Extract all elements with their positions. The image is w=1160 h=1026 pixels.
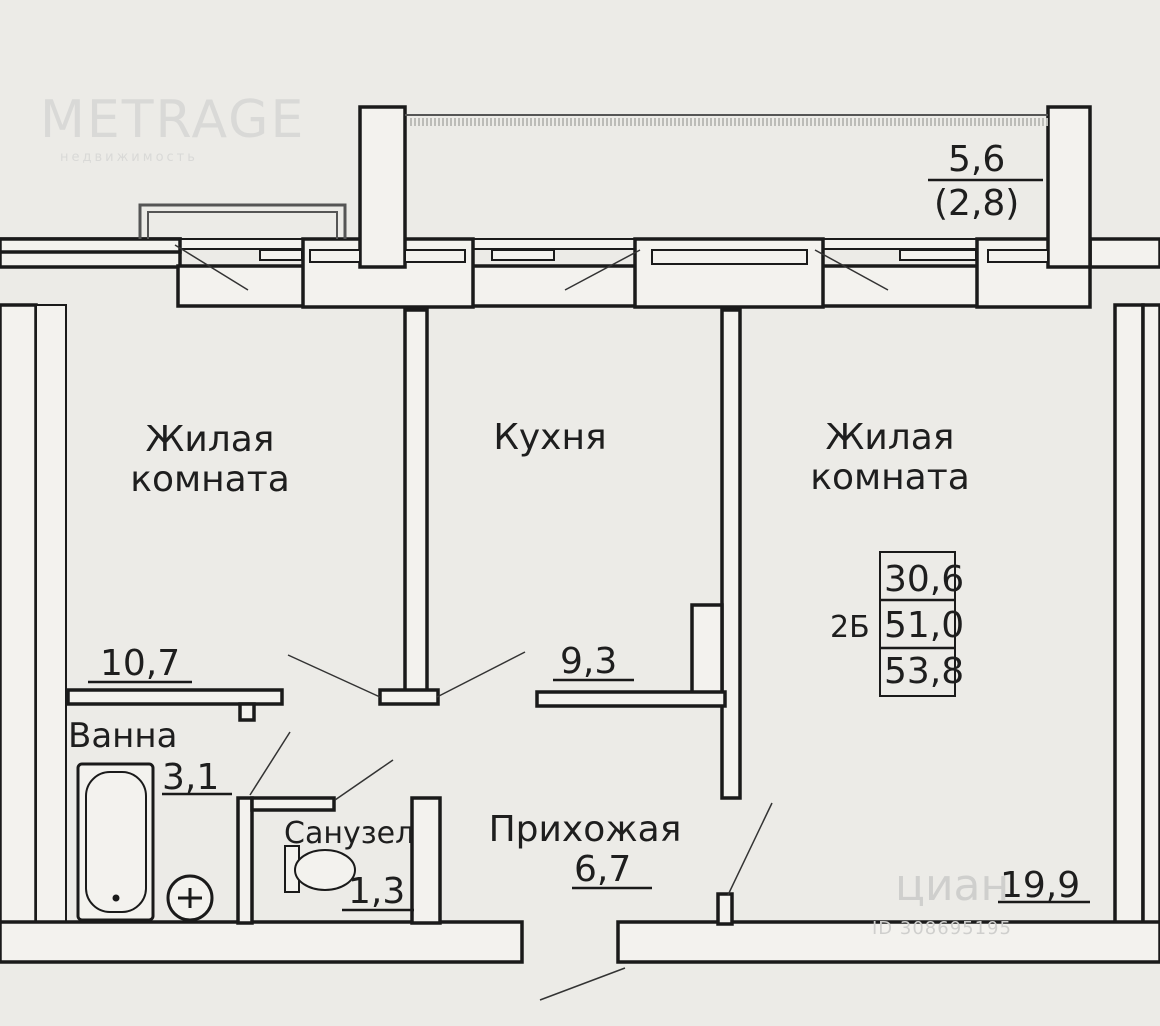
partition-kitchen-living [720,308,742,800]
window-sill [0,237,182,254]
apartment-type: 2Б [830,610,870,645]
top-wall-right [1088,237,1160,269]
partition-bath-notch [238,702,256,722]
total-area-with-balcony: 53,8 [884,651,965,692]
bottom-wall-left [0,920,524,964]
cian-id-watermark: ID 308695195 [872,918,1012,939]
partition-door-stub [716,892,734,926]
partition-wc-top [250,796,336,812]
partition-kitchen-foot [378,688,440,706]
cian-watermark: циан [895,860,1010,911]
living-room-2-area: 19,9 [1000,865,1081,906]
brand-watermark: METRAGE [40,90,306,150]
left-wall [35,304,67,926]
bathroom-area: 3,1 [162,757,220,798]
living-area-total: 30,6 [884,559,965,600]
right-outer-wall [1141,303,1160,927]
toilet-bowl [294,849,356,891]
partition-hall-top [535,690,727,708]
brand-tagline-watermark: недвижимость [60,150,198,165]
living-room-2-label: Жилая комната [810,417,970,498]
toilet-label: Санузел [284,816,415,851]
partition-step [690,603,724,702]
hallway-area: 6,7 [574,849,632,890]
toilet-area: 1,3 [348,871,406,912]
window-right [818,264,982,308]
hallway-label: Прихожая [488,809,682,850]
partition-bath-wc [236,796,254,925]
kitchen-area: 9,3 [560,641,618,682]
balcony-area: 5,6 [948,139,1006,180]
living-room-1-area: 10,7 [100,643,181,684]
total-area: 51,0 [884,605,965,646]
partition-wc-right [410,796,442,925]
partition-room-kitchen [403,308,429,697]
left-outer-wall [0,303,38,927]
balcony-area-coef: (2,8) [934,183,1020,224]
kitchen-label: Кухня [493,417,607,458]
partition-bath-top [66,688,284,706]
bench-shape [138,203,347,239]
window-center [470,264,642,308]
living-room-1-label: Жилая комната [130,419,290,500]
bottom-wall-right [616,920,1160,964]
top-wall-center [179,238,981,250]
bathroom-label: Ванна [68,716,178,756]
window-left [176,264,310,308]
column-right [1046,105,1092,269]
right-wall [1113,303,1145,927]
summary-box [879,551,956,697]
column-left [358,105,407,269]
